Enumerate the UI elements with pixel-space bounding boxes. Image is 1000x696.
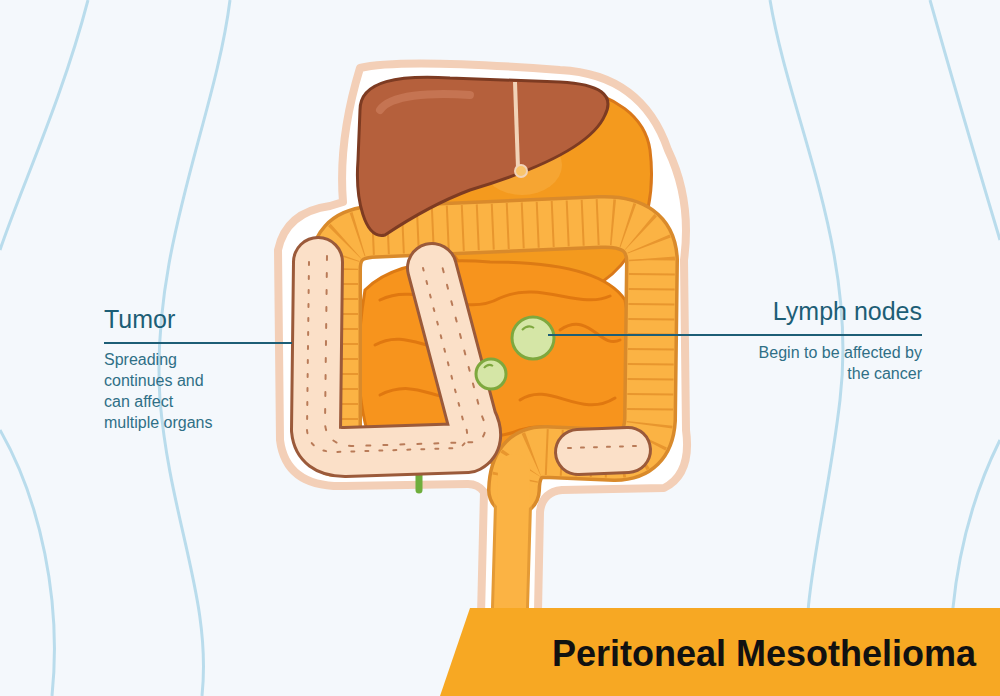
callout-note: Spreading continues and can affect multi… bbox=[104, 350, 226, 434]
tumor bbox=[578, 450, 628, 452]
callout-heading: Tumor bbox=[104, 306, 175, 334]
banner-fill bbox=[440, 608, 1000, 696]
tumor-texture bbox=[568, 446, 636, 448]
organ-halo bbox=[278, 63, 687, 674]
tumor-outline bbox=[578, 450, 628, 452]
intestine-loop bbox=[560, 324, 620, 341]
lymph-nodes bbox=[476, 317, 554, 389]
leader-line bbox=[548, 334, 922, 336]
liver bbox=[357, 77, 608, 235]
arm-edge bbox=[0, 0, 88, 250]
arm-edge bbox=[0, 430, 54, 696]
callout-heading: Lymph nodes bbox=[773, 298, 922, 326]
lymph-node bbox=[476, 359, 506, 389]
intestine-loop bbox=[520, 394, 615, 405]
banner-title: Peritoneal Mesothelioma bbox=[552, 634, 976, 674]
tumor-outline bbox=[316, 262, 476, 452]
title-banner: Peritoneal Mesothelioma bbox=[440, 608, 1000, 696]
lymph-node-detail bbox=[522, 326, 534, 330]
tumor-texture bbox=[307, 262, 467, 452]
leader-lines bbox=[104, 335, 922, 343]
tumor-mass bbox=[307, 256, 636, 452]
lymph-node-detail bbox=[484, 365, 493, 368]
lymph-node bbox=[512, 317, 554, 359]
torso-edge bbox=[159, 0, 230, 696]
arm-edge bbox=[930, 0, 1000, 240]
gallbladder bbox=[515, 165, 527, 177]
tumor bbox=[316, 262, 476, 452]
falciform-ligament bbox=[515, 82, 518, 168]
callout-note: Begin to be affected by the cancer bbox=[750, 343, 922, 385]
liver-highlight bbox=[380, 94, 470, 110]
leader-line bbox=[104, 342, 292, 344]
tumor-texture bbox=[325, 256, 485, 446]
